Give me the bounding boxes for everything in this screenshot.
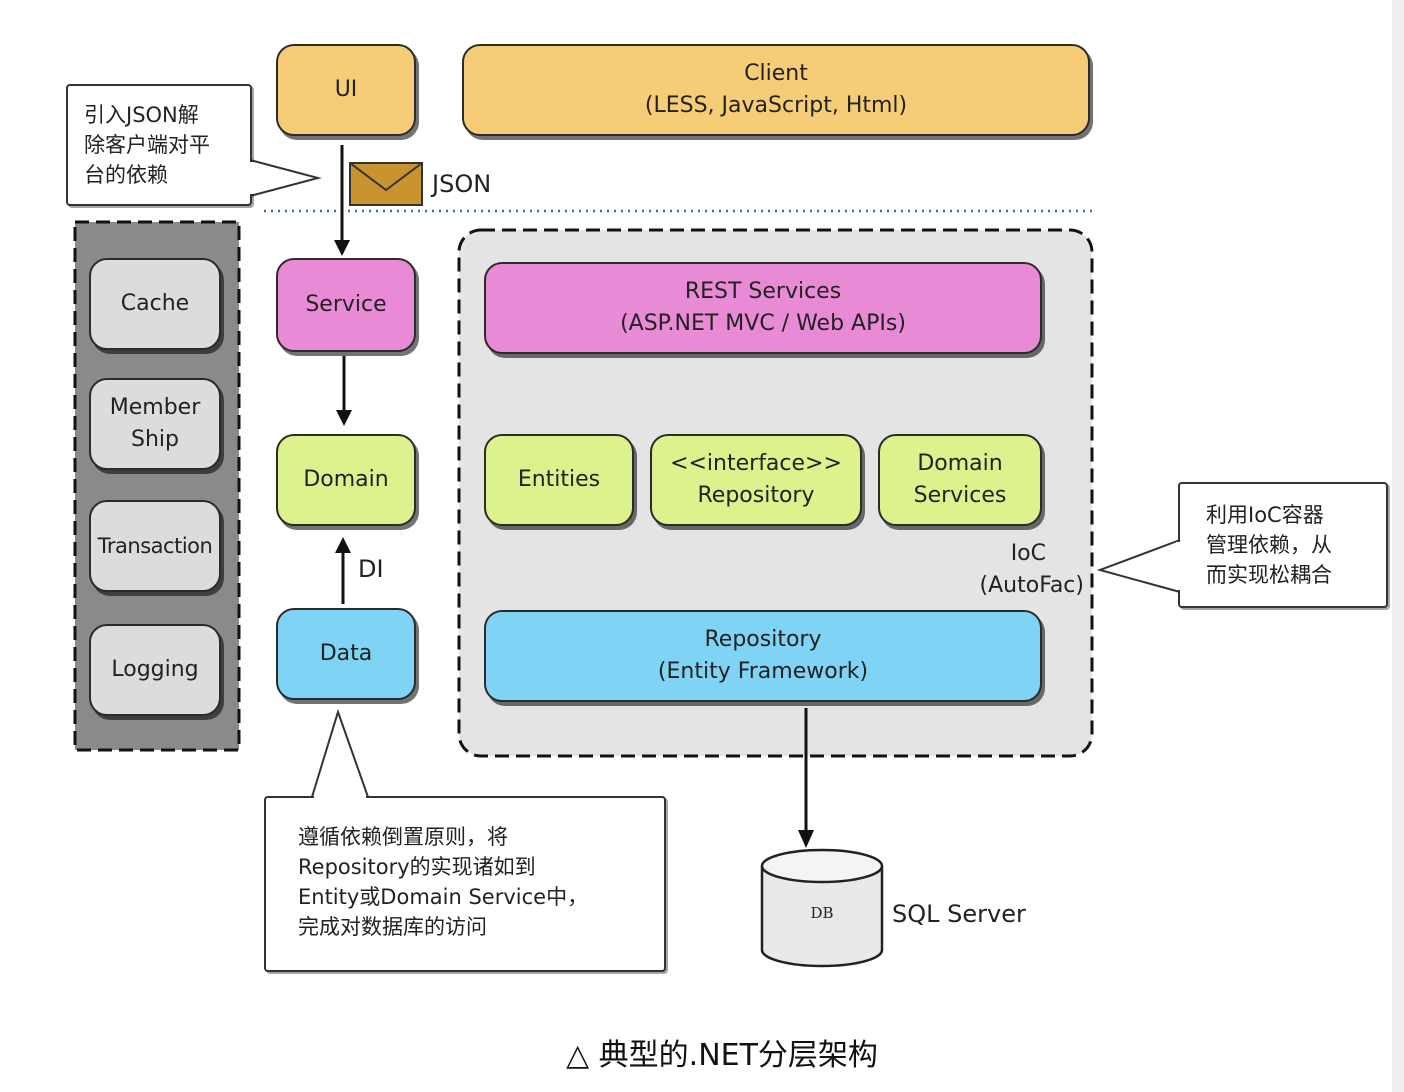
domain-services-line1: Domain: [917, 451, 1003, 476]
ioc-callout-tail: [1096, 539, 1181, 593]
rest-title: REST Services: [684, 279, 842, 304]
figure-caption: △ 典型的.NET分层架构: [566, 1038, 878, 1073]
domain-label: Domain: [303, 467, 389, 492]
di-label: DI: [358, 555, 384, 583]
callout-line: 台的依赖: [84, 163, 168, 187]
client-subtitle: (LESS, JavaScript, Html): [644, 93, 908, 118]
ioc-label: IoC (AutoFac): [960, 538, 1084, 602]
callout-line: 遵循依赖倒置原则，将: [298, 825, 508, 849]
repository-interface-box: <<interface>> Repository: [650, 434, 862, 526]
repo-iface-name: Repository: [697, 483, 815, 508]
client-title: Client: [744, 61, 808, 86]
callout-line: Repository的实现诸如到: [298, 855, 536, 879]
callout-line: 利用IoC容器: [1206, 503, 1324, 527]
json-callout: 引入JSON解 除客户端对平 台的依赖: [66, 84, 252, 206]
logging-label: Logging: [111, 657, 199, 682]
service-label: Service: [305, 292, 387, 317]
json-callout-tail: [249, 159, 322, 197]
rest-services-box: REST Services (ASP.NET MVC / Web APIs): [484, 262, 1042, 354]
repository-callout: 遵循依赖倒置原则，将 Repository的实现诸如到 Entity或Domai…: [264, 796, 666, 972]
database-cylinder: [760, 848, 884, 968]
json-label: JSON: [432, 170, 492, 198]
callout-line: Entity或Domain Service中，: [298, 885, 589, 909]
callout-line: 而实现松耦合: [1206, 563, 1332, 587]
ui-layer: UI: [276, 44, 416, 136]
envelope-icon: [349, 162, 423, 206]
domain-services-box: Domain Services: [878, 434, 1042, 526]
domain-layer: Domain: [276, 434, 416, 526]
entities-label: Entities: [517, 467, 601, 492]
cache-box: Cache: [89, 258, 221, 350]
membership-box: Member Ship: [89, 378, 221, 470]
page-edge-strip: [1392, 0, 1404, 1092]
membership-label: Member Ship: [109, 395, 201, 452]
domain-services-line2: Services: [913, 483, 1007, 508]
ioc-label-line1: IoC: [1010, 541, 1046, 566]
db-label: DB: [810, 904, 834, 922]
entities-box: Entities: [484, 434, 634, 526]
callout-line: 除客户端对平: [84, 133, 210, 157]
rest-subtitle: (ASP.NET MVC / Web APIs): [620, 311, 906, 336]
repo-impl-subtitle: (Entity Framework): [657, 659, 869, 684]
callout-line: 完成对数据库的访问: [298, 915, 487, 939]
data-label: Data: [319, 641, 373, 666]
ioc-callout: 利用IoC容器 管理依赖，从 而实现松耦合: [1178, 482, 1388, 608]
data-layer: Data: [276, 608, 416, 700]
callout-line: 引入JSON解: [84, 103, 199, 127]
transaction-box: Transaction: [89, 500, 221, 592]
service-layer: Service: [276, 258, 416, 352]
client-layer: Client (LESS, JavaScript, Html): [462, 44, 1090, 136]
cache-label: Cache: [120, 291, 190, 316]
repo-impl-title: Repository: [704, 627, 822, 652]
sql-server-label: SQL Server: [892, 900, 1026, 928]
repo-callout-tail: [311, 708, 369, 798]
repository-impl-box: Repository (Entity Framework): [484, 610, 1042, 702]
ioc-label-line2: (AutoFac): [979, 573, 1084, 598]
transaction-label: Transaction: [97, 534, 213, 558]
callout-line: 管理依赖，从: [1206, 533, 1332, 557]
ui-label: UI: [334, 77, 358, 102]
repo-iface-stereotype: <<interface>>: [670, 451, 842, 476]
logging-box: Logging: [89, 624, 221, 716]
